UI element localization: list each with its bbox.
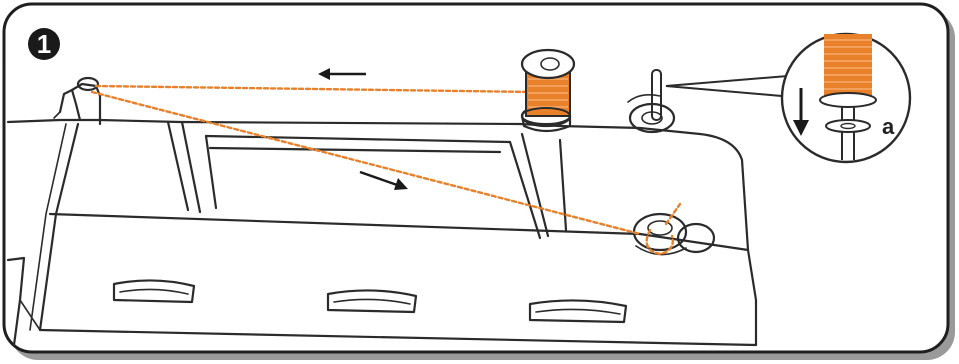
vertical-spool-pin (627, 69, 676, 134)
sewing-machine-top (6, 69, 758, 347)
arrow-right-icon (359, 170, 408, 190)
thread-path (90, 84, 682, 256)
diagram-frame (2, 2, 950, 354)
thread-spool-to-guide (94, 84, 536, 94)
arrow-down-icon (793, 88, 809, 136)
thread-guide-to-bobbin (90, 90, 642, 236)
front-slot-right (528, 299, 628, 324)
arrow-left-icon (318, 68, 366, 80)
spool-pin-callout: a (780, 32, 912, 164)
thread-bobbin-tail (664, 202, 682, 226)
front-slot-middle (326, 289, 418, 314)
step-number: 1 (37, 29, 51, 59)
thread-spool (520, 48, 576, 125)
step-badge: 1 (28, 28, 60, 60)
thread-bobbin-loop (645, 228, 674, 256)
front-slot-left (112, 279, 196, 304)
callout-label: a (882, 114, 895, 139)
